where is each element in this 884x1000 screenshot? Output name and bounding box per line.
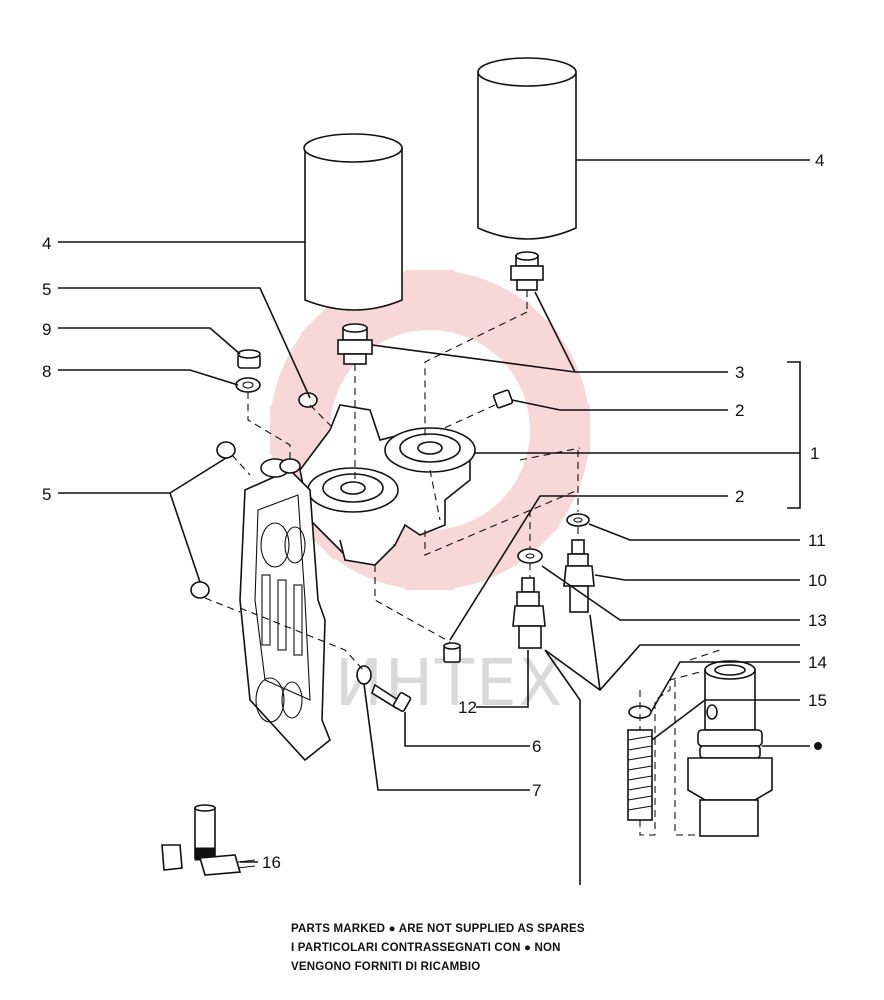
callout-11: 11 <box>808 531 826 550</box>
not-supplied-marker-dot <box>814 742 822 750</box>
o-ring-5-low <box>190 581 210 599</box>
callout-16: 16 <box>262 853 281 872</box>
callout-13: 13 <box>808 611 827 630</box>
washer-11 <box>566 513 590 527</box>
plug-9 <box>237 349 261 369</box>
valve-10 <box>563 539 595 613</box>
nipple-right <box>510 251 544 291</box>
callout-5-top: 5 <box>42 280 51 299</box>
leader-lines <box>58 159 810 885</box>
callout-8: 8 <box>42 362 51 381</box>
note-line-2: I PARTICOLARI CONTRASSEGNATI CON ● NON <box>291 942 561 954</box>
callout-10: 10 <box>808 571 827 590</box>
callout-5-mid: 5 <box>42 485 51 504</box>
washer-11-hole <box>573 517 583 523</box>
pin-16 <box>161 804 256 876</box>
callout-14: 14 <box>808 653 827 672</box>
assembly-axes <box>204 290 721 836</box>
spring-15 <box>627 729 653 821</box>
callout-4-left: 4 <box>42 234 51 253</box>
washer-13-hole <box>525 553 535 559</box>
callout-9: 9 <box>42 320 51 339</box>
relief-valve-assembly <box>687 660 773 837</box>
gasket-plate <box>239 458 331 762</box>
note-line-3: VENGONO FORNITI DI RICAMBIO <box>291 961 480 973</box>
filter-head-body <box>299 404 476 566</box>
washer-7 <box>356 665 372 685</box>
washer-8-hole <box>242 381 254 389</box>
plug-2-upper <box>492 389 514 409</box>
plug-2-lower <box>443 642 461 663</box>
callout-2-upper: 2 <box>735 401 744 420</box>
callout-6: 6 <box>532 737 541 756</box>
valve-12 <box>512 577 546 649</box>
callout-3: 3 <box>735 363 744 382</box>
callout-1: 1 <box>810 444 819 463</box>
screw-6 <box>371 683 412 712</box>
washer-13 <box>517 548 543 564</box>
callout-7: 7 <box>532 781 541 800</box>
callout-4-right: 4 <box>815 151 824 170</box>
filter-cartridge-right <box>477 57 577 240</box>
washer-8 <box>235 377 261 393</box>
callout-2-lower: 2 <box>735 487 744 506</box>
note-line-1: PARTS MARKED ● ARE NOT SUPPLIED AS SPARE… <box>291 923 585 935</box>
callout-15: 15 <box>808 691 827 710</box>
filter-cartridge-left <box>303 133 403 311</box>
callout-12: 12 <box>458 698 477 717</box>
